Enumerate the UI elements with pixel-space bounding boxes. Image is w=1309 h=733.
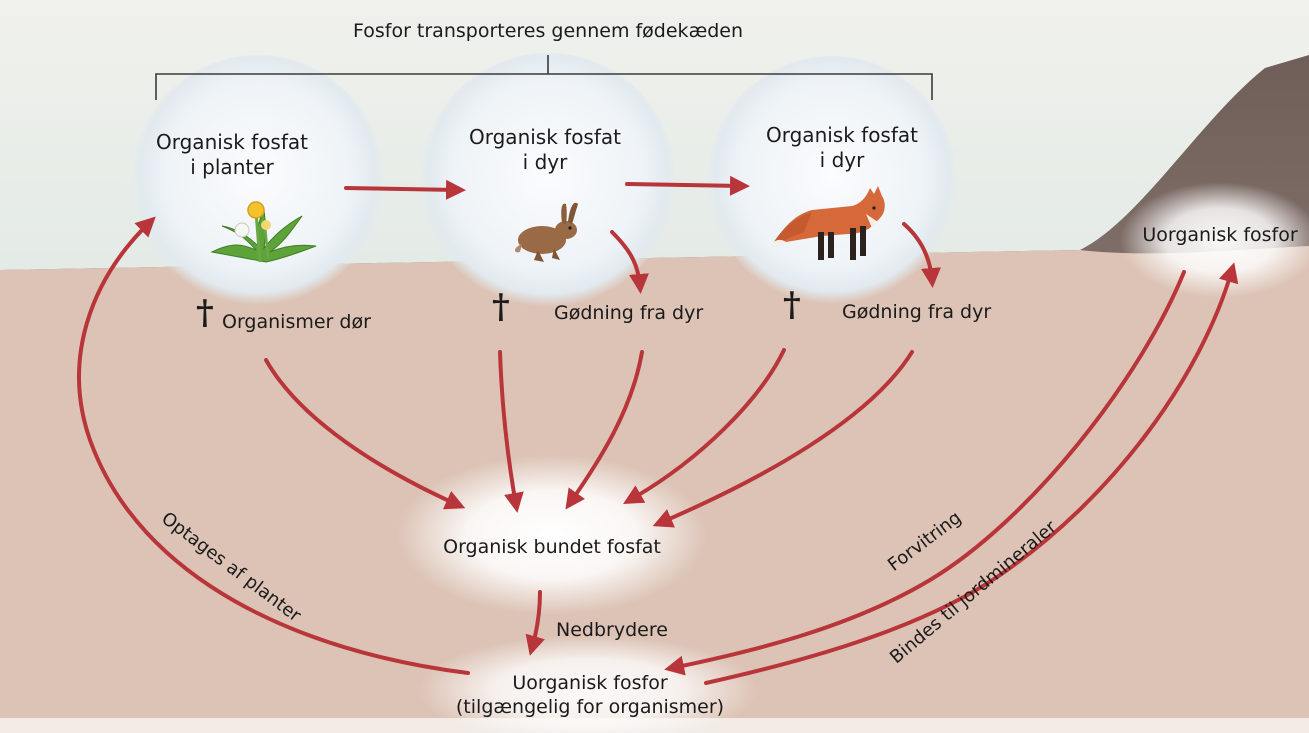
plants-bubble bbox=[133, 55, 383, 305]
mountain-inorganic-label: Uorganisk fosfor bbox=[1142, 224, 1297, 248]
bound-phosphate-label: Organisk bundet fosfat bbox=[443, 536, 661, 560]
cross-icon: † bbox=[196, 296, 214, 330]
inorganic-line2: (tilgængelig for organismer) bbox=[456, 696, 724, 720]
cross-icon: † bbox=[492, 290, 510, 324]
diagram-title: Fosfor transporteres gennem fødekæden bbox=[353, 20, 743, 44]
decomposers-label: Nedbrydere bbox=[556, 619, 668, 643]
manure-label-1: Gødning fra dyr bbox=[554, 302, 703, 326]
rabbit-node-line1: Organisk fosfat bbox=[469, 125, 621, 150]
rabbit-node-line2: i dyr bbox=[469, 150, 621, 175]
arrow-plants-to-rabbit bbox=[346, 188, 458, 190]
inorganic-line1: Uorganisk fosfor bbox=[456, 672, 724, 696]
plants-node-line1: Organisk fosfat bbox=[156, 130, 308, 155]
plants-node-line2: i planter bbox=[156, 155, 308, 180]
arrow-rabbit-to-fox bbox=[627, 184, 742, 186]
organisms-die-label: Organismer dør bbox=[222, 311, 371, 335]
rabbit-node-label: Organisk fosfat i dyr bbox=[469, 125, 621, 175]
fox-node-line2: i dyr bbox=[766, 148, 918, 173]
cross-icon: † bbox=[783, 288, 801, 322]
manure-label-2: Gødning fra dyr bbox=[842, 301, 991, 325]
fox-node-label: Organisk fosfat i dyr bbox=[766, 123, 918, 173]
fox-bubble bbox=[708, 56, 956, 304]
fox-node-line1: Organisk fosfat bbox=[766, 123, 918, 148]
inorganic-phosphorus-label: Uorganisk fosfor (tilgængelig for organi… bbox=[456, 672, 724, 720]
plants-node-label: Organisk fosfat i planter bbox=[156, 130, 308, 180]
